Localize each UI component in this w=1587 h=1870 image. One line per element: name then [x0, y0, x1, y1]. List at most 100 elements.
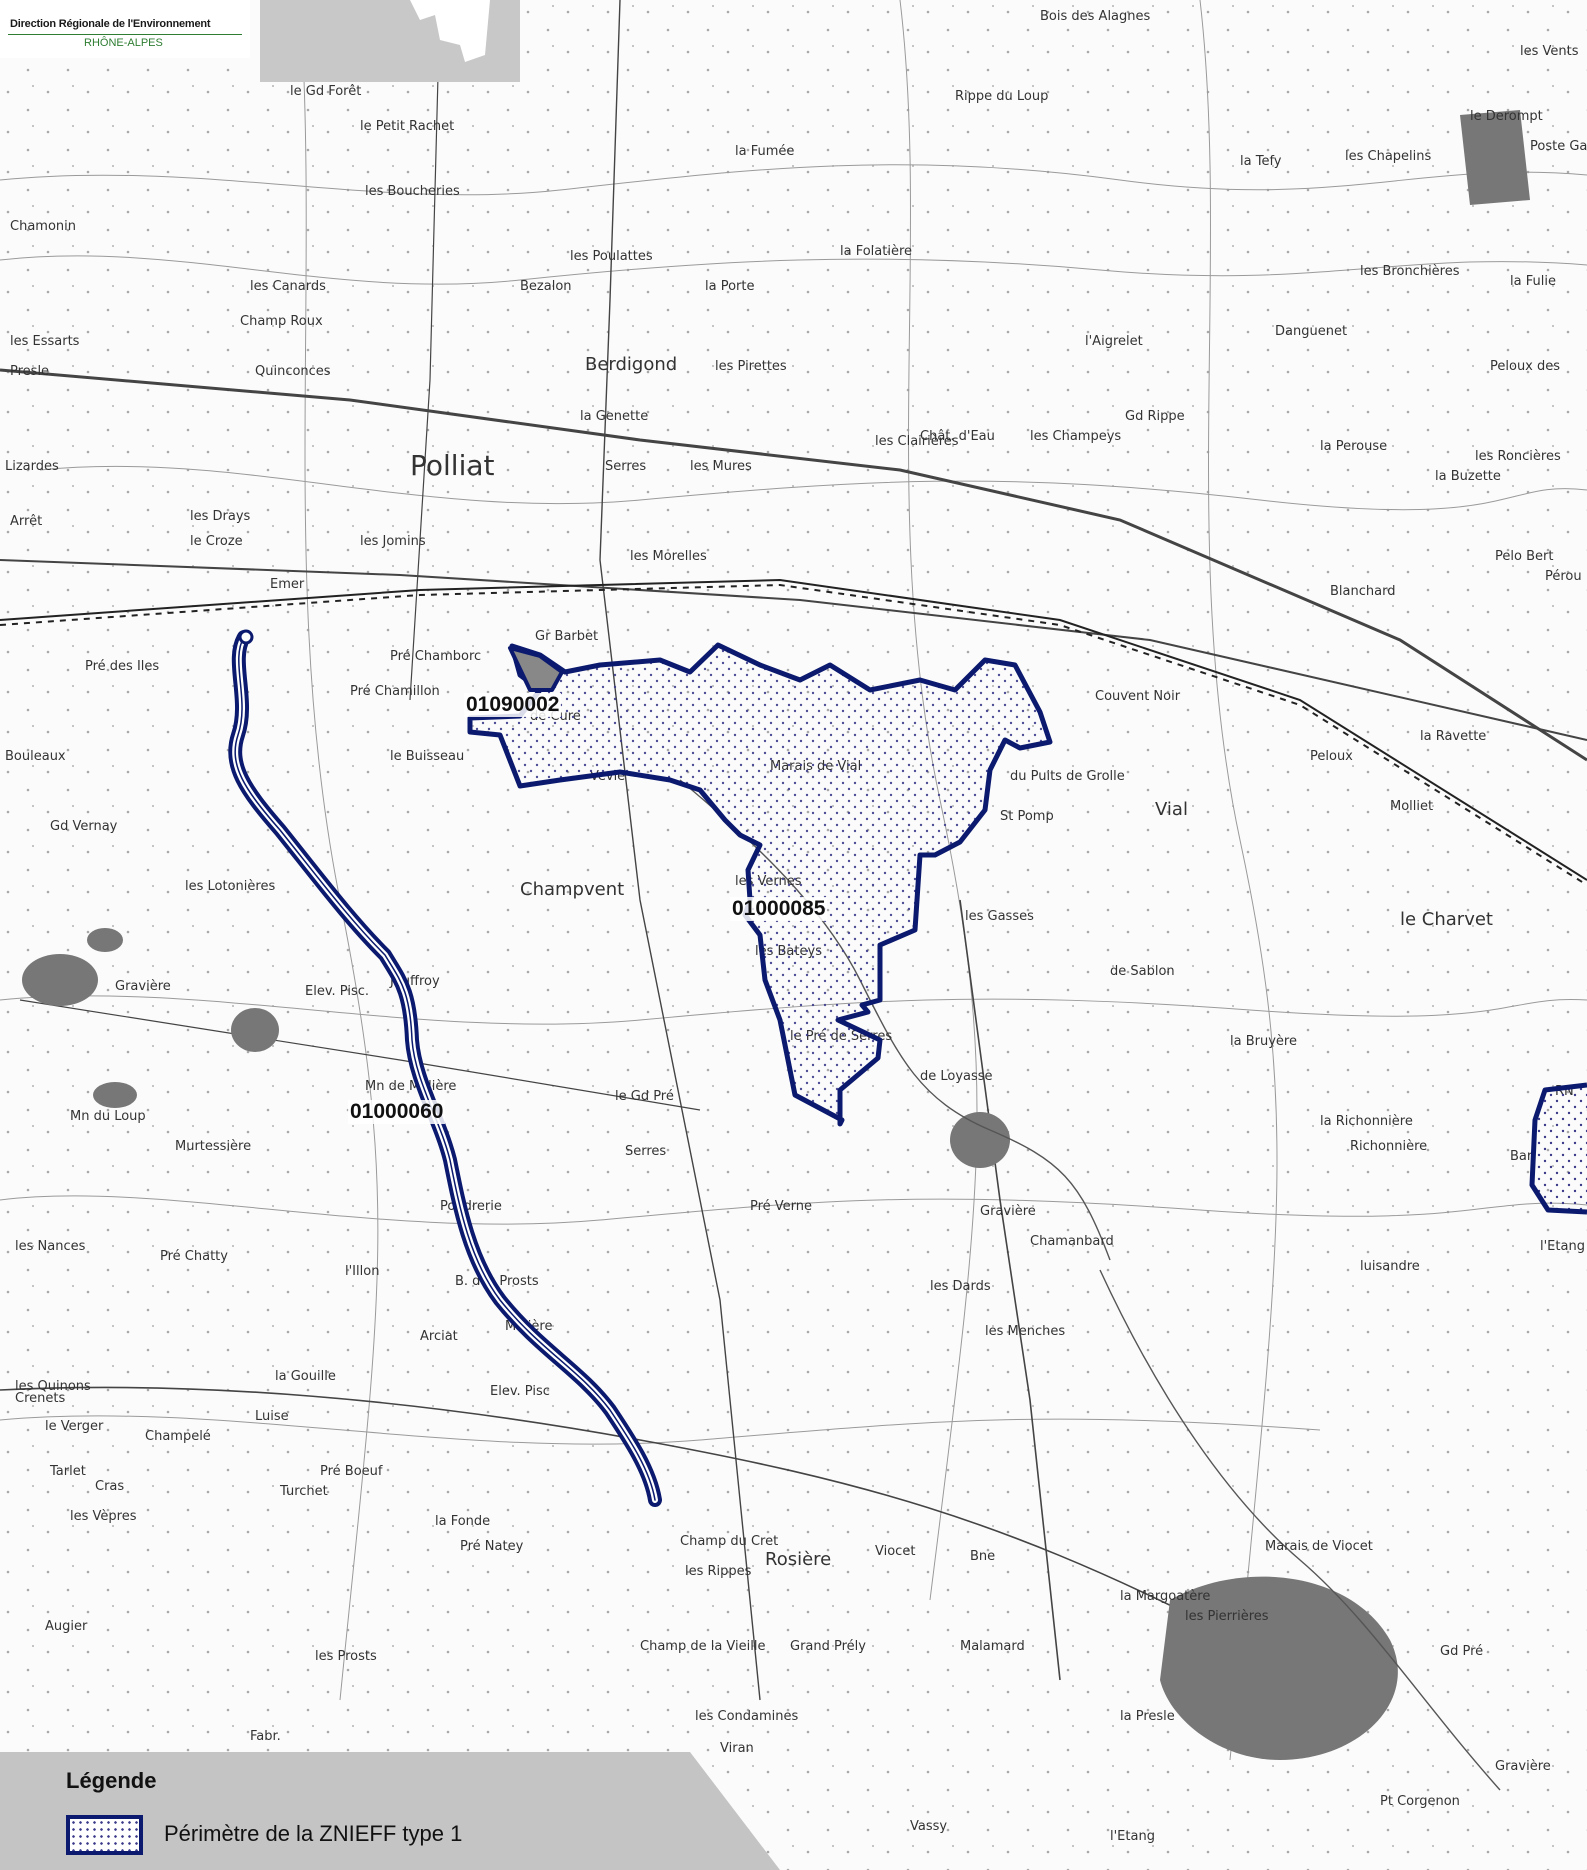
place-name: Presle — [10, 364, 49, 379]
roads — [0, 0, 1587, 1701]
place-name: les Roncières — [1475, 449, 1561, 464]
place-name: Viran — [720, 1741, 754, 1756]
place-name: Mn de Molière — [365, 1079, 456, 1094]
place-name: Tarlet — [49, 1464, 86, 1479]
place-name: Emer — [270, 577, 305, 592]
znieff-zone-01090002[interactable] — [508, 646, 564, 692]
place-name: Peloux — [1310, 749, 1353, 764]
place-name: Serres — [605, 459, 646, 474]
place-name: Augier — [45, 1619, 88, 1634]
place-name: le Petit Rachet — [360, 119, 454, 134]
place-name: Danguenet — [1275, 324, 1347, 339]
place-name: l'Etang — [1110, 1829, 1155, 1844]
znieff-zone-edge[interactable] — [1529, 1082, 1587, 1215]
place-name: de Sablon — [1110, 964, 1175, 979]
place-name: la Porte — [705, 279, 754, 294]
place-name: Cras — [95, 1479, 124, 1494]
place-name: Malamard — [960, 1639, 1025, 1654]
place-name: l'Etang Co — [1540, 1239, 1587, 1254]
place-name: Gravière — [115, 979, 171, 994]
place-name: les Condamines — [695, 1709, 799, 1724]
rail-line — [0, 578, 1587, 886]
place-name: la Buzette — [1435, 469, 1501, 484]
place-name: Grand Prély — [790, 1639, 866, 1654]
place-name: Poudrerie — [440, 1199, 502, 1214]
ponds — [22, 110, 1530, 1760]
place-name: les Poulattes — [570, 249, 653, 264]
place-name: Molliet — [1390, 799, 1433, 814]
place-name: Pré Verne — [750, 1199, 812, 1214]
legend-item-label: Périmètre de la ZNIEFF type 1 — [164, 1821, 463, 1846]
place-name: Bar — [1510, 1149, 1533, 1164]
place-name: Bne — [970, 1549, 995, 1564]
place-name: Champ Roux — [240, 314, 323, 329]
place-name: l'Aigrelet — [1085, 334, 1143, 349]
locator-inset — [260, 0, 520, 82]
place-name: B. des Prosts — [455, 1274, 539, 1289]
place-name: les Mures — [690, 459, 752, 474]
place-name: les Vents — [1520, 44, 1579, 59]
place-name: Pré des Iles — [85, 659, 159, 674]
place-name: Chamanbard — [1030, 1234, 1114, 1249]
place-name: Pré Chamborc — [390, 649, 481, 664]
place-name: Pt Corgenon — [1380, 1794, 1460, 1809]
place-name: Viocet — [875, 1544, 915, 1559]
place-name: Quinconces — [255, 364, 331, 379]
place-name: Polliat — [410, 449, 495, 482]
place-name: Peloux des — [1490, 359, 1560, 374]
znieff-zone-01000085[interactable] — [467, 642, 1053, 1127]
place-name: Bouleaux — [5, 749, 66, 764]
place-name: Chamonin — [10, 219, 76, 234]
place-name: la Gouille — [275, 1369, 336, 1384]
place-name: les Jomins — [360, 534, 426, 549]
place-name: le Gd Forêt — [290, 84, 361, 99]
header-panel: Direction Régionale de l'Environnement R… — [0, 0, 250, 58]
place-name: Richonnière — [1350, 1139, 1427, 1154]
place-name: la Fulie — [1510, 274, 1556, 289]
place-name: Pré Natey — [460, 1539, 524, 1554]
place-name: les Pirettes — [715, 359, 787, 374]
place-name: Berdigond — [585, 354, 677, 375]
place-name: Crenets — [15, 1391, 65, 1406]
place-name: le Croze — [190, 534, 243, 549]
place-name: les Morelles — [630, 549, 707, 564]
place-name: les Gasses — [965, 909, 1034, 924]
place-name: Fabr. — [250, 1729, 281, 1744]
place-name: Champelé — [145, 1429, 211, 1444]
place-name: Pelo Bert — [1495, 549, 1553, 564]
place-name: Pré Boeuf — [320, 1464, 383, 1479]
place-name: Gd Vernay — [50, 819, 118, 834]
place-name: Bezalon — [520, 279, 572, 294]
legend-title: Légende — [66, 1768, 157, 1793]
zone-label-01000085: 01000085 — [730, 897, 828, 921]
place-name: Elev. Pisc — [490, 1384, 550, 1399]
znieff-zone-01000060[interactable] — [228, 629, 662, 1507]
place-name: la Fumée — [735, 144, 794, 159]
place-name: Murtessière — [175, 1139, 251, 1154]
legend-swatch — [66, 1815, 143, 1855]
place-name: la Fonde — [435, 1514, 490, 1529]
place-name: les Pierrières — [1185, 1609, 1269, 1624]
place-name: Champ de la Vieille — [640, 1639, 765, 1654]
place-name: Marais de Viocet — [1265, 1539, 1373, 1554]
place-name: les Quinons — [15, 1379, 91, 1394]
place-name: les Drays — [190, 509, 251, 524]
place-name: Champvent — [520, 879, 624, 900]
place-name: les Bronchières — [1360, 264, 1460, 279]
place-name: la Bruyère — [1230, 1034, 1297, 1049]
place-name: les Menches — [985, 1324, 1065, 1339]
header-rule — [8, 34, 242, 35]
place-name: la Margoatère — [1120, 1589, 1210, 1604]
place-name: du Puits de Grolle — [1010, 769, 1125, 784]
place-name: les Chapelins — [1345, 149, 1432, 164]
place-name: Blanchard — [1330, 584, 1395, 599]
locator-shape — [410, 0, 490, 62]
place-name: la Presle — [1120, 1709, 1175, 1724]
place-name: St Pomp — [1000, 809, 1054, 824]
place-name: les Lotonières — [185, 879, 275, 894]
place-name: Vassy — [910, 1819, 947, 1834]
place-name: Lizardes — [5, 459, 59, 474]
place-name: Serres — [625, 1144, 666, 1159]
place-name: Luise — [255, 1409, 289, 1424]
place-name: l'Illon — [345, 1264, 379, 1279]
